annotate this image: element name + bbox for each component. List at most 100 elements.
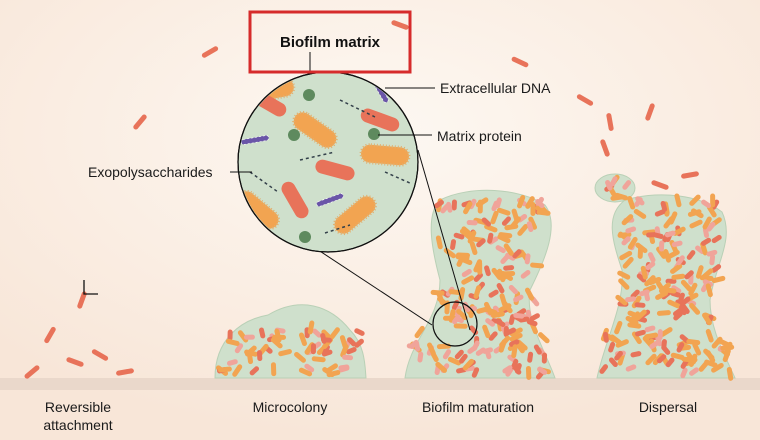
colony-bacterium [681, 356, 696, 363]
colony-bacterium [482, 324, 491, 339]
colony-bacterium [461, 268, 472, 278]
colony-bacterium [513, 294, 524, 303]
planktonic-bacterium [91, 349, 109, 361]
colony-bacterium [414, 340, 421, 352]
colony-bacterium [217, 366, 232, 373]
colony-bacterium [537, 366, 548, 375]
colony-bacterium [496, 207, 511, 216]
colony-bacterium [498, 303, 512, 313]
colony-bacterium [538, 332, 550, 344]
colony-bacterium [435, 361, 447, 373]
colony-bacterium [711, 362, 724, 373]
colony-bacterium [654, 209, 666, 217]
colony-bacterium [501, 270, 516, 277]
colony-bacterium [711, 264, 722, 273]
colony-bacterium [528, 216, 538, 230]
colony-bacterium [304, 363, 315, 373]
colony-bacterium [430, 289, 445, 296]
colony-bacterium [667, 299, 681, 309]
colony-bacterium [495, 245, 506, 254]
colony-bacterium [627, 322, 642, 329]
colony-bacterium [664, 230, 676, 238]
matrix-protein-icon [299, 231, 311, 243]
colony-bacterium [647, 252, 656, 263]
colony-bacterium [466, 220, 478, 226]
planktonic-bacterium [77, 291, 87, 309]
colony-bacterium [652, 232, 664, 239]
colony-bacterium [226, 359, 238, 366]
colony-bacterium [655, 335, 663, 347]
colony-bacterium [485, 318, 495, 327]
colony-bacterium [628, 311, 641, 324]
colony-bacterium [530, 201, 536, 216]
colony-bacterium [705, 328, 714, 343]
colony-bacterium [270, 337, 283, 349]
colony-bacterium [673, 311, 683, 321]
colony-bacterium [700, 237, 712, 246]
colony-bacterium [621, 236, 631, 246]
colony-bacterium [258, 327, 266, 339]
planktonic-bacterium [681, 171, 699, 179]
matrix-protein-icon [303, 89, 315, 101]
colony-bacterium [680, 296, 691, 306]
colony-bacterium [701, 199, 712, 209]
colony-bacterium [225, 338, 240, 346]
colony-bacterium [511, 358, 519, 370]
planktonic-bacterium [66, 357, 84, 367]
colony-bacterium [456, 308, 468, 321]
colony-bacterium [676, 342, 685, 353]
colony-bacterium [311, 356, 326, 363]
colony-bacterium [461, 226, 474, 238]
colony-bacterium [498, 232, 513, 239]
colony-bacterium [501, 216, 511, 226]
colony-bacterium [435, 235, 443, 250]
colony-bacterium [321, 349, 333, 357]
colony-bacterium [455, 254, 470, 261]
colony-bacterium [622, 256, 634, 269]
attachment-marker [83, 280, 98, 295]
colony-bacterium [627, 196, 636, 210]
colony-bacterium [706, 249, 718, 257]
colony-bacterium [499, 335, 511, 348]
colony-bacterium [487, 232, 494, 244]
exopolysaccharide-strand [324, 224, 351, 234]
colony-bacterium [645, 353, 657, 366]
colony-bacterium [706, 221, 716, 232]
colony-bacterium [471, 367, 480, 378]
colony-bacterium [312, 328, 322, 338]
colony-bacterium [705, 283, 713, 298]
colony-bacterium [625, 364, 637, 372]
planktonic-bacterium [651, 180, 669, 190]
colony-bacterium [621, 214, 634, 226]
colony-bacterium [433, 199, 444, 209]
colony-bacterium [622, 180, 632, 190]
planktonic-bacterium [24, 365, 40, 379]
colony-bacterium [644, 325, 656, 333]
colony-bacterium [459, 228, 472, 240]
colony-bacterium [655, 290, 669, 300]
colony-bacterium [477, 260, 483, 275]
colony-bacterium [511, 344, 518, 359]
colony-bacterium [684, 270, 694, 280]
planktonic-bacterium [133, 114, 147, 130]
colony-bacterium [661, 339, 667, 351]
colony-bacterium [687, 209, 702, 217]
magnified-bacterium-red [315, 159, 355, 181]
label-extracellular-dna: Extracellular DNA [440, 80, 551, 96]
colony-bacterium [679, 304, 687, 316]
colony-bacterium [502, 365, 513, 374]
stage-label-maturation: Biofilm maturation [422, 399, 534, 415]
extracellular-dna-icon [240, 135, 270, 145]
colony-bacterium [680, 279, 692, 292]
colony-bacterium [495, 318, 506, 328]
label-exopolysaccharides: Exopolysaccharides [88, 164, 213, 180]
colony-bacterium [615, 339, 629, 348]
colony-bacterium [609, 176, 618, 187]
colony-bacterium [517, 224, 529, 236]
colony-bacterium [446, 201, 453, 213]
colony-bacterium [244, 349, 258, 357]
colony-bacterium [473, 217, 488, 225]
colony-bacterium [625, 226, 637, 234]
colony-bacterium [706, 204, 717, 218]
colony-bacterium [234, 343, 244, 354]
